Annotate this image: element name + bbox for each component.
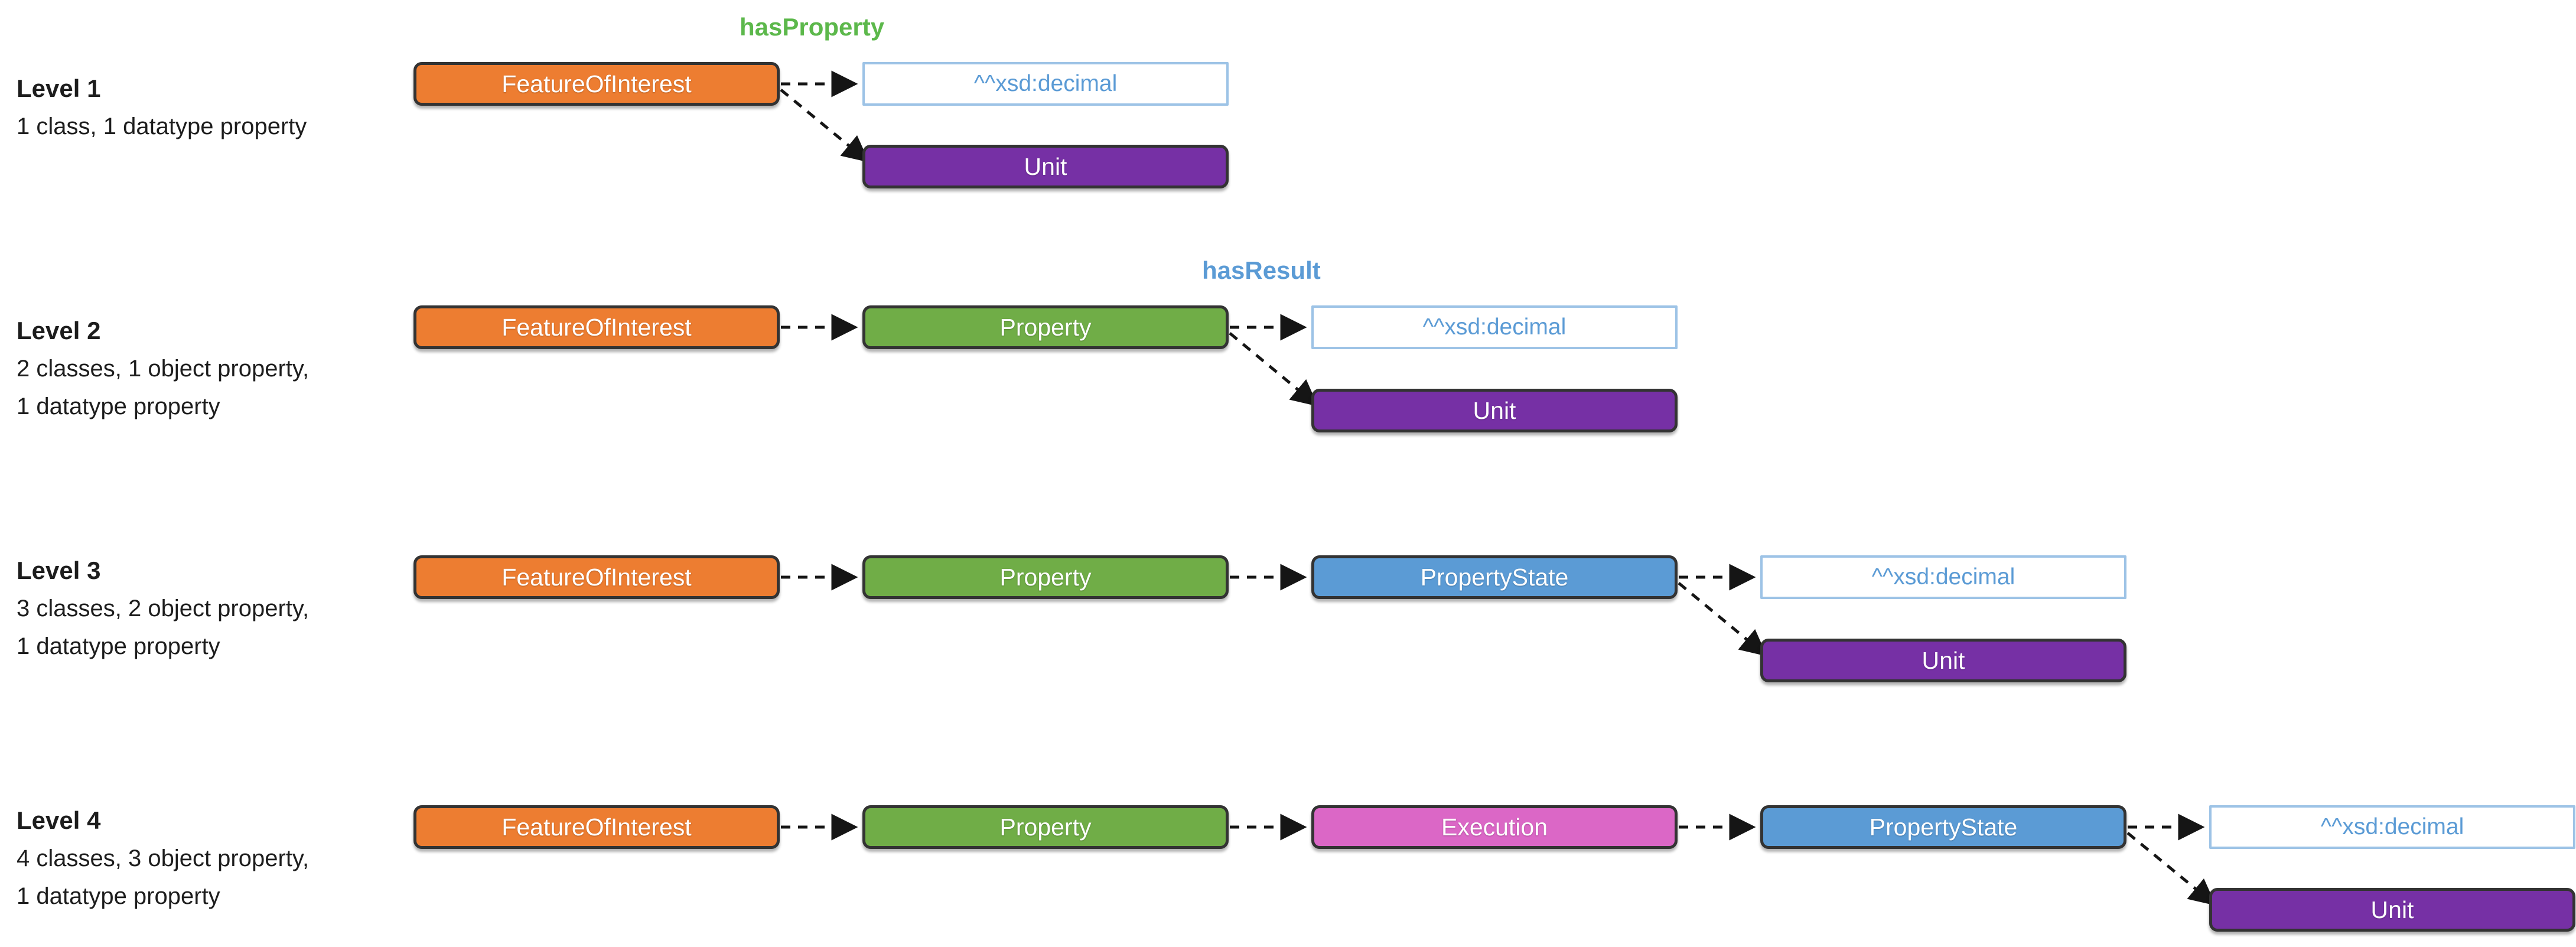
l1-node-featureofinterest: FeatureOfInterest: [413, 62, 780, 106]
l4-node-xsd-decimal: ^^xsd:decimal: [2209, 805, 2575, 849]
level-4-title: Level 4: [17, 806, 101, 834]
level-2-description-line-1: 2 classes, 1 object property,: [17, 356, 310, 382]
l1-node-unit: Unit: [862, 145, 1229, 188]
l2-node-property: Property: [862, 305, 1229, 349]
l4-edge-propertystate-unit: [2126, 832, 2216, 906]
edge-label-hasresult: hasResult: [1202, 256, 1321, 284]
l3-node-featureofinterest: FeatureOfInterest: [413, 555, 780, 599]
level-4-label: Level 4 4 classes, 3 object property, 1 …: [17, 802, 309, 915]
l2-node-unit: Unit: [1311, 389, 1678, 432]
l3-node-propertystate: PropertyState: [1311, 555, 1678, 599]
l4-node-unit: Unit: [2209, 888, 2575, 932]
l3-node-property: Property: [862, 555, 1229, 599]
level-3-description-line-1: 3 classes, 2 object property,: [17, 595, 310, 621]
level-2-description-line-2: 1 datatype property: [17, 393, 220, 419]
level-2-label: Level 2 2 classes, 1 object property, 1 …: [17, 312, 309, 425]
level-4-description-line-2: 1 datatype property: [17, 883, 220, 909]
l3-node-xsd-decimal: ^^xsd:decimal: [1760, 555, 2126, 599]
l4-node-propertystate: PropertyState: [1760, 805, 2126, 849]
level-2-title: Level 2: [17, 317, 101, 344]
level-3-label: Level 3 3 classes, 2 object property, 1 …: [17, 552, 309, 665]
l2-node-xsd-decimal: ^^xsd:decimal: [1311, 305, 1678, 349]
level-1-description-line-1: 1 class, 1 datatype property: [17, 113, 307, 139]
l4-node-property: Property: [862, 805, 1229, 849]
level-4-description-line-1: 4 classes, 3 object property,: [17, 845, 310, 871]
edge-label-hasproperty: hasProperty: [740, 13, 885, 41]
l4-node-execution: Execution: [1311, 805, 1678, 849]
l1-node-xsd-decimal: ^^xsd:decimal: [862, 62, 1229, 106]
l4-node-featureofinterest: FeatureOfInterest: [413, 805, 780, 849]
l2-node-featureofinterest: FeatureOfInterest: [413, 305, 780, 349]
level-1-label: Level 1 1 class, 1 datatype property: [17, 70, 307, 145]
level-3-description-line-2: 1 datatype property: [17, 633, 220, 659]
l3-edge-propertystate-unit: [1678, 582, 1767, 656]
l2-edge-property-unit: [1229, 332, 1318, 406]
level-1-title: Level 1: [17, 74, 101, 102]
l1-edge-featureofinterest-unit: [780, 89, 869, 162]
level-3-title: Level 3: [17, 557, 101, 584]
l3-node-unit: Unit: [1760, 639, 2126, 682]
